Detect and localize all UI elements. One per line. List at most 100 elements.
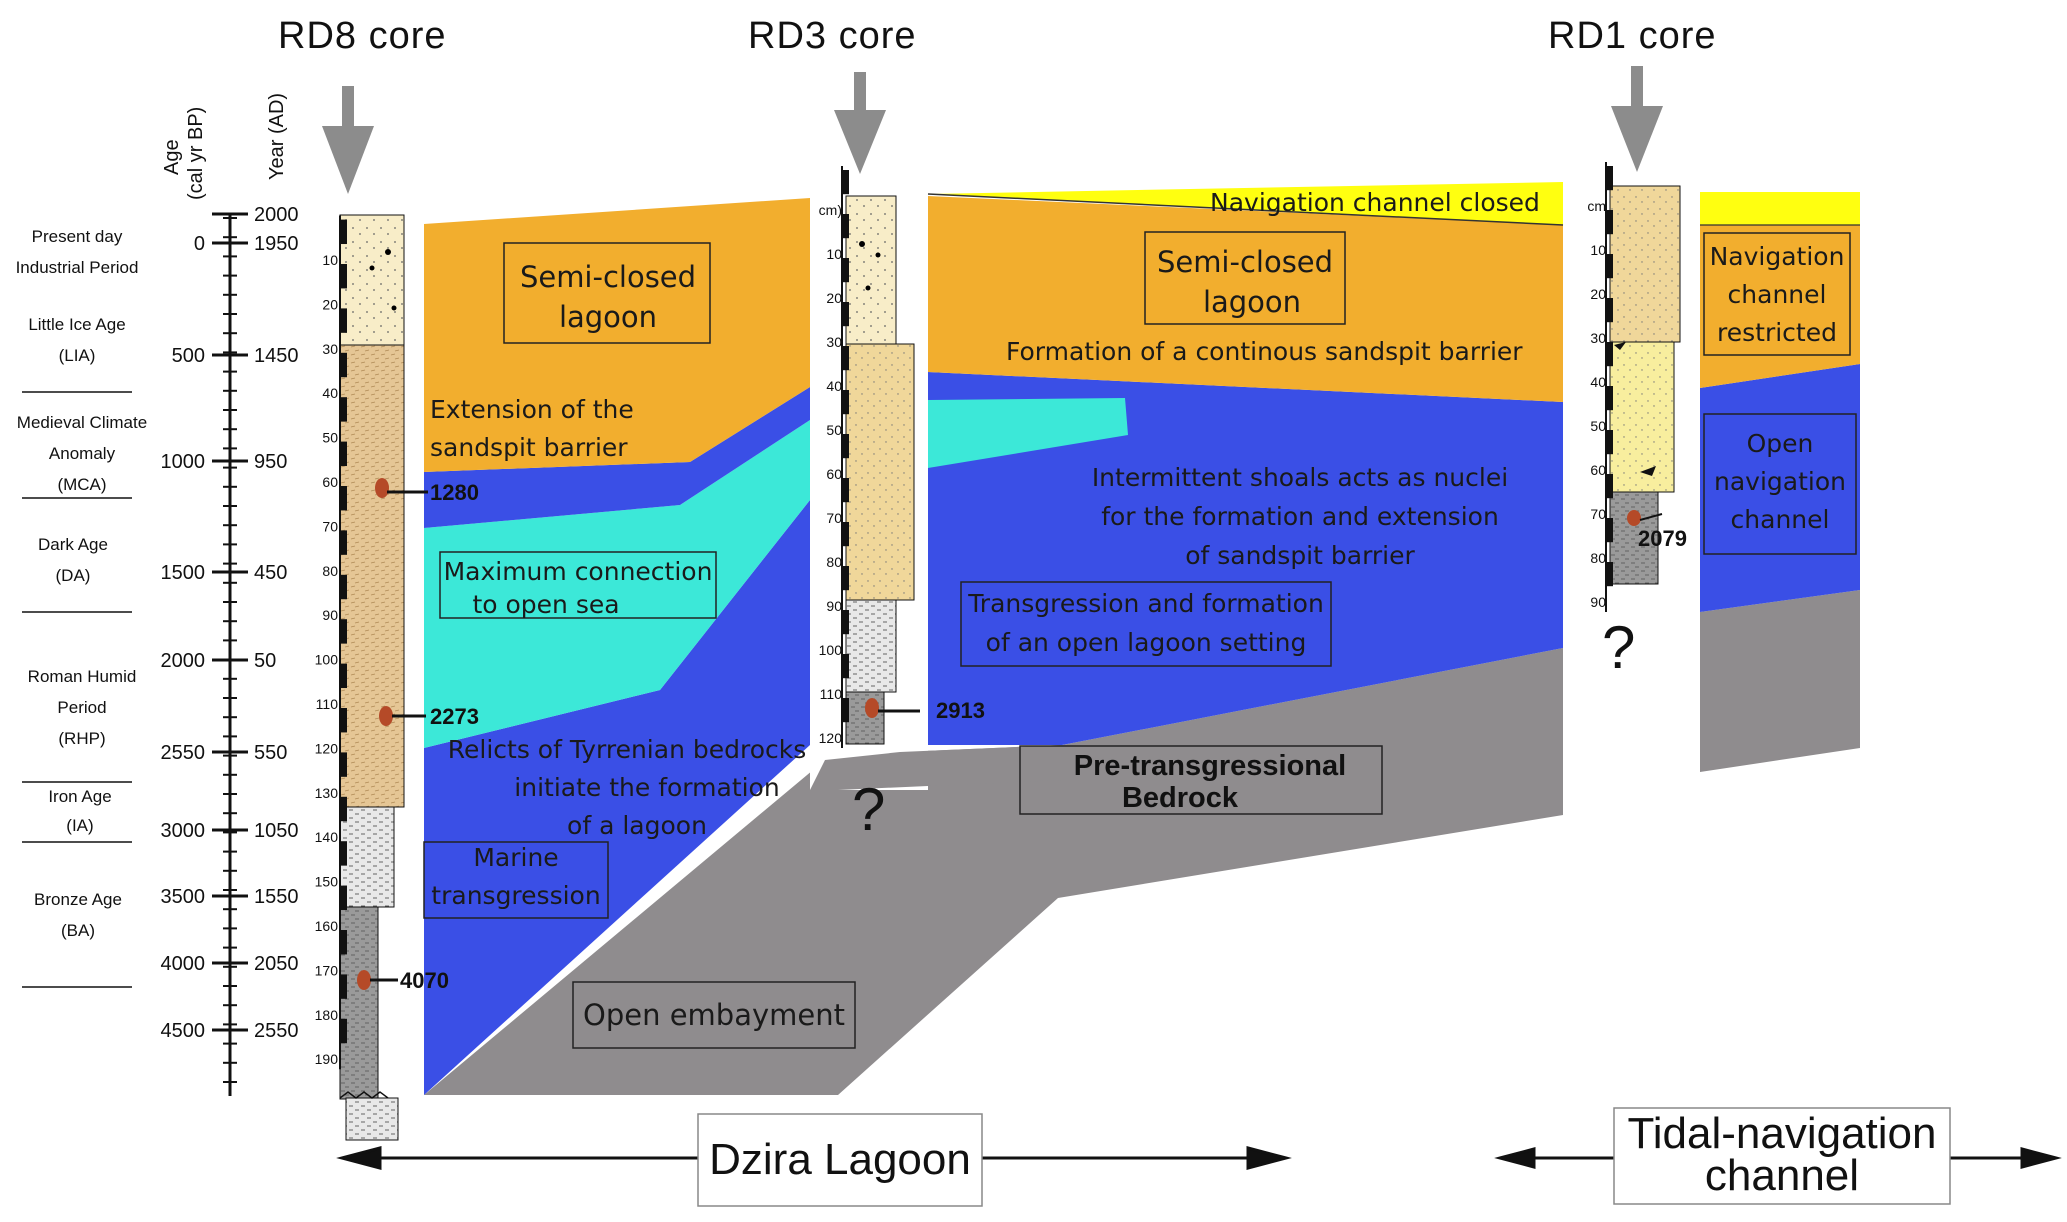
ruler-block <box>339 1018 347 1044</box>
nav-restricted-label-2: channel <box>1728 280 1827 309</box>
ruler-block <box>339 352 347 378</box>
depth-label: 120 <box>819 730 843 746</box>
depth-label: 20 <box>1590 286 1606 302</box>
ruler-block <box>1605 254 1613 279</box>
depth-label: 120 <box>315 740 339 756</box>
ruler-block <box>339 397 347 422</box>
date-label-2273: 2273 <box>430 704 479 729</box>
depth-label: 160 <box>315 918 339 934</box>
marine-transgression-label-2: transgression <box>431 881 600 910</box>
ruler-block <box>841 346 849 371</box>
ruler-block <box>339 708 347 733</box>
ruler-block <box>339 619 347 644</box>
rd3-core-column <box>845 195 915 745</box>
ruler-block <box>339 441 347 467</box>
open-embayment-box: Open embayment <box>572 981 856 1049</box>
depth-label: 80 <box>1590 550 1606 566</box>
ruler-block <box>1605 430 1613 455</box>
ruler-block <box>841 610 849 635</box>
year-tick-label: 2000 <box>254 204 299 226</box>
depth-label: 10 <box>1590 242 1606 258</box>
arrow-down-icon <box>322 86 374 194</box>
ruler-block <box>339 264 347 289</box>
marine-transgression-box: Marine transgression <box>423 841 609 919</box>
depth-label: 90 <box>826 598 842 614</box>
ruler-block <box>339 530 347 555</box>
nav-channel-closed-label: Navigation channel closed <box>1210 188 1540 217</box>
period-dark-age: Dark Age <box>38 535 108 554</box>
age-tick-label: 1500 <box>161 562 206 584</box>
depth-label: 30 <box>826 334 842 350</box>
pre-transgressional-label-2: Bedrock <box>1122 782 1239 814</box>
period-bronze-age-abbr: (BA) <box>61 921 95 940</box>
ruler-block <box>339 930 347 955</box>
depth-label: 190 <box>315 1051 339 1067</box>
axis-tick: 2000 <box>212 204 299 226</box>
axis-tick: 4000 2050 <box>161 953 299 975</box>
depth-label: 150 <box>315 874 339 890</box>
marine-transgression-label: Marine <box>473 843 558 872</box>
dzira-lagoon-label: Dzira Lagoon <box>709 1135 971 1184</box>
year-tick-label: 2050 <box>254 953 299 975</box>
period-rhp-abbr: (RHP) <box>58 729 105 748</box>
max-connection-label: Maximum connection <box>444 557 713 586</box>
semi-closed-lagoon-label-2: lagoon <box>559 300 657 334</box>
svg-text:Iron Age(IA): Iron Age(IA) <box>48 787 111 835</box>
ruler-block <box>841 170 849 195</box>
depth-label: 100 <box>315 652 339 668</box>
unknown-mark-rd3: ? <box>852 776 885 843</box>
ruler-block <box>339 974 347 999</box>
open-embayment-label: Open embayment <box>583 998 845 1032</box>
age-tick-label: 3000 <box>161 820 206 842</box>
year-axis-label: Year (AD) <box>266 93 288 180</box>
depth-label: 40 <box>1590 374 1606 390</box>
svg-text:Dark Age(DA): Dark Age (DA) <box>38 535 108 585</box>
tidal-label-2: channel <box>1705 1151 1859 1200</box>
ruler-block <box>339 752 347 777</box>
date-marker-rd8-4070: 4070 <box>357 968 449 993</box>
depth-label: 170 <box>315 962 339 978</box>
date-marker-rd1-2079: 2079 <box>1627 510 1687 551</box>
ruler-block <box>841 434 849 459</box>
age-tick-label: 4000 <box>161 953 206 975</box>
pre-transgressional-label: Pre-transgressional <box>1074 750 1346 782</box>
period-dark-age-abbr: (DA) <box>56 566 91 585</box>
age-tick-label: 3500 <box>161 886 206 908</box>
depth-label: 80 <box>322 563 338 579</box>
continuous-sandspit-label: Formation of a continous sandspit barrie… <box>1006 337 1523 366</box>
age-tick-label: 500 <box>172 345 205 367</box>
ruler-block <box>339 885 347 911</box>
ruler-block <box>1605 166 1613 191</box>
depth-label: 10 <box>826 246 842 262</box>
year-tick-label: 550 <box>254 742 287 764</box>
depth-label: 50 <box>826 422 842 438</box>
depth-label: cm) <box>819 202 842 218</box>
date-label-2079: 2079 <box>1638 526 1687 551</box>
arrow-down-icon <box>834 72 886 174</box>
depth-label: 10 <box>322 252 338 268</box>
nav-restricted-label-3: restricted <box>1717 318 1837 347</box>
depth-label: 100 <box>819 642 843 658</box>
year-tick-label: 1550 <box>254 886 299 908</box>
open-nav-label: Open <box>1747 429 1814 458</box>
depth-label: 40 <box>322 385 338 401</box>
ruler-block <box>1605 298 1613 323</box>
tidal-section <box>1700 192 1860 772</box>
depth-label: 50 <box>322 430 338 446</box>
date-marker-rd3-2913: 2913 <box>865 698 985 723</box>
depth-label: 60 <box>322 474 338 490</box>
